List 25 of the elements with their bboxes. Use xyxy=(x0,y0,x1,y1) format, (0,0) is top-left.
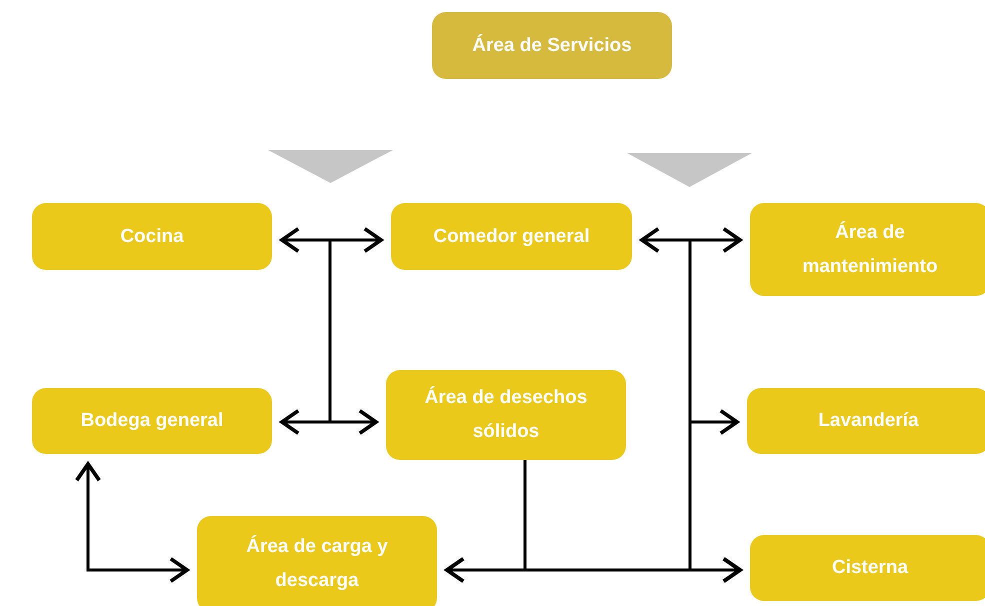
area-label: Área de mantenimiento xyxy=(801,220,939,278)
area-label: Área de carga y descarga xyxy=(245,534,389,593)
area-box xyxy=(32,203,272,270)
area-label: Lavandería xyxy=(818,409,919,433)
area-box xyxy=(391,203,632,270)
area-label: Cisterna xyxy=(832,556,908,580)
area-box xyxy=(386,370,626,460)
arrow xyxy=(640,226,742,254)
triangle-marker xyxy=(268,150,393,183)
area-box xyxy=(747,388,985,454)
area-box xyxy=(197,516,437,606)
arrow xyxy=(280,408,378,436)
arrow xyxy=(74,462,189,584)
area-box xyxy=(750,535,985,601)
area-label: Bodega general xyxy=(80,409,224,433)
area-label: Cocina xyxy=(120,224,184,248)
title-box xyxy=(432,12,672,79)
arrow xyxy=(445,556,742,584)
area-box xyxy=(32,388,272,454)
area-label: Comedor general xyxy=(433,224,590,248)
area-box xyxy=(750,203,985,296)
area-label: Área de desechos sólidos xyxy=(424,385,588,444)
arrow xyxy=(280,226,383,254)
triangle-marker xyxy=(627,153,752,187)
area-label: Área de Servicios xyxy=(472,33,632,58)
